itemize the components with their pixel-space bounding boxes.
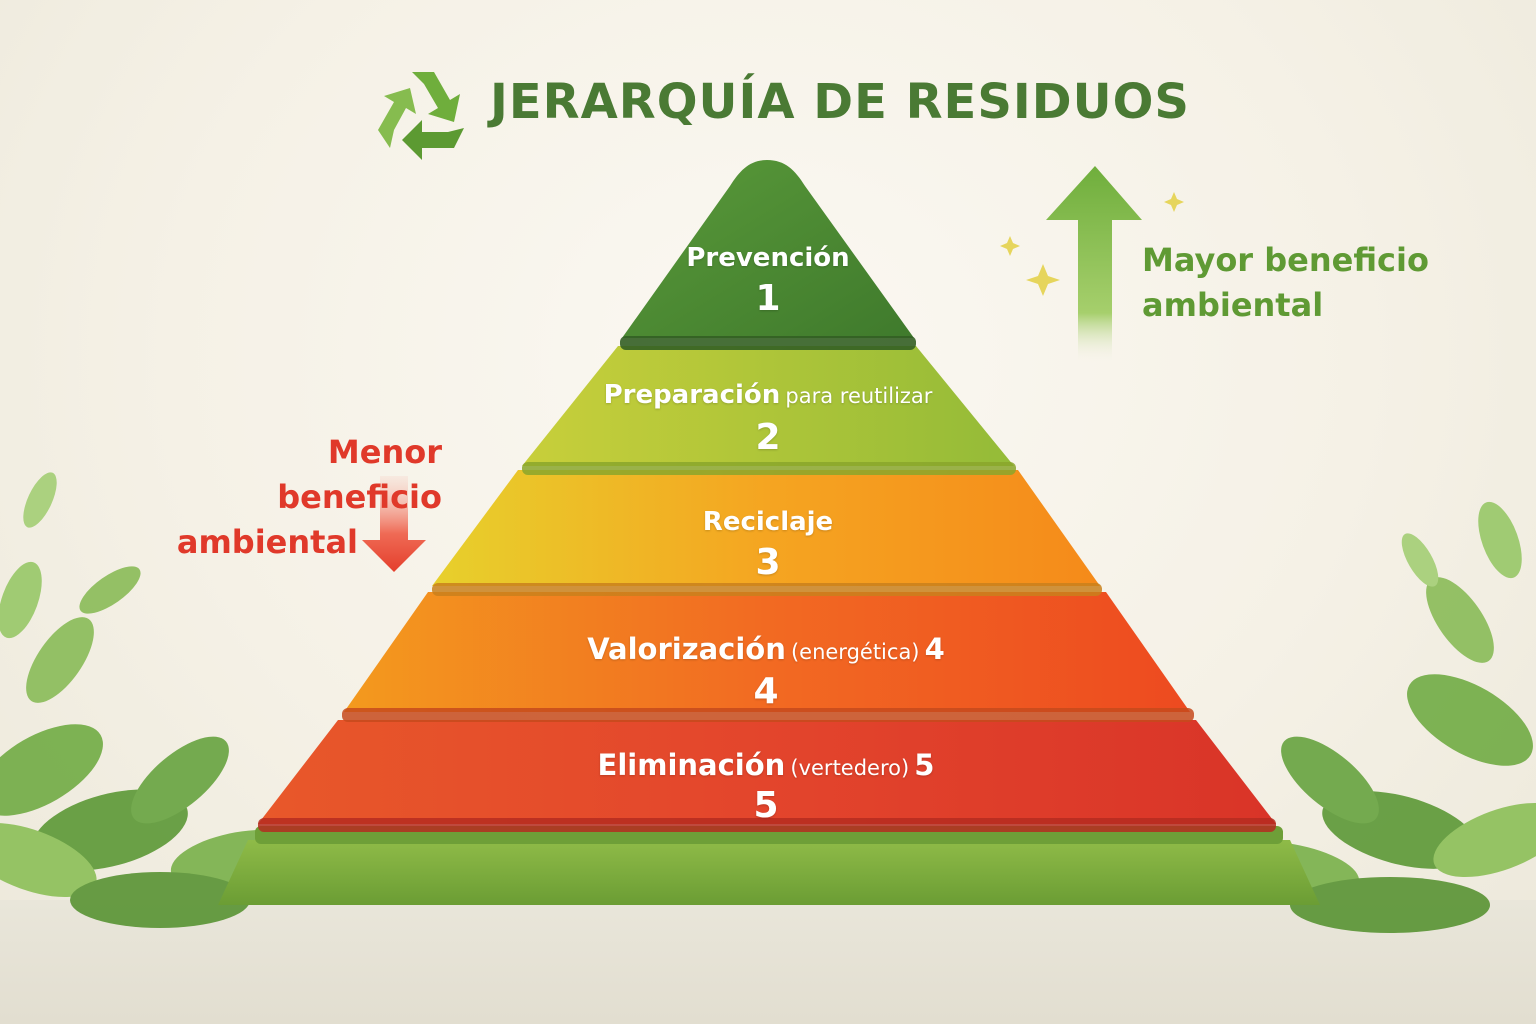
level-4-suffix: 4 xyxy=(924,632,945,666)
level-3-label: Reciclaje 3 xyxy=(418,507,1118,583)
higher-benefit-line1: Mayor beneficio xyxy=(1142,241,1429,279)
level-3-number: 3 xyxy=(755,542,781,583)
level-3-band xyxy=(432,470,1100,586)
arrow-up-icon xyxy=(1046,166,1142,362)
level-4-number: 4 xyxy=(753,671,779,712)
level-2-sub: para reutilizar xyxy=(785,384,933,408)
level-5-label: Eliminación (vertedero) 5 5 xyxy=(416,748,1116,826)
page-title: JERARQUÍA DE RESIDUOS xyxy=(490,74,1190,130)
pyramid-base xyxy=(218,840,1320,905)
level-1-number: 1 xyxy=(755,278,781,319)
arrow-down-icon xyxy=(362,476,426,572)
higher-benefit-line2: ambiental xyxy=(1142,286,1324,324)
level-5-number: 5 xyxy=(753,785,779,826)
level-4-band xyxy=(344,592,1190,712)
level-2-number: 2 xyxy=(755,417,781,458)
level-5-suffix: 5 xyxy=(914,748,935,782)
higher-benefit-label: Mayor beneficio ambiental xyxy=(1142,238,1429,328)
level-1-name: Prevención xyxy=(686,243,850,273)
level-1-band xyxy=(622,160,914,338)
recycle-icon xyxy=(378,72,464,160)
lower-benefit-line1: Menor beneficio xyxy=(277,433,442,516)
lower-benefit-line2: ambiental xyxy=(176,523,358,561)
sparkle-icon xyxy=(1000,192,1184,296)
level-5-band xyxy=(258,720,1276,824)
level-3-name: Reciclaje xyxy=(702,507,834,537)
lower-benefit-label: Menor beneficio ambiental xyxy=(156,430,442,565)
level-2-label: Preparación para reutilizar 2 xyxy=(418,380,1118,458)
level-2-band xyxy=(522,346,1014,466)
level-4-label: Valorización (energética) 4 4 xyxy=(416,632,1116,712)
level-4-name: Valorización xyxy=(587,632,786,666)
level-2-name: Preparación xyxy=(603,380,781,410)
ground xyxy=(0,900,1536,1024)
level-4-sub: (energética) xyxy=(790,640,920,664)
level-5-name: Eliminación xyxy=(597,748,786,782)
level-1-label: Prevención 1 xyxy=(418,243,1118,319)
level-5-sub: (vertedero) xyxy=(790,756,910,780)
